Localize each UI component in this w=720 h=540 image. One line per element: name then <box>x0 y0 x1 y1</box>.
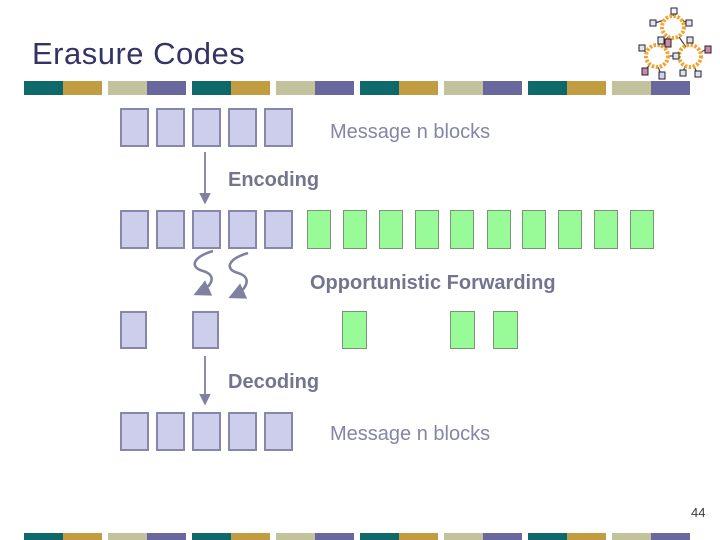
encoded-blocks-green-block <box>594 210 618 249</box>
label-decoding: Decoding <box>228 371 320 393</box>
ring-right <box>677 43 703 69</box>
bar-segment-sage <box>444 81 483 95</box>
message-blocks-top-lavender-block <box>228 108 257 147</box>
bar-segment-gold <box>63 533 102 540</box>
bar-segment-sage <box>612 81 651 95</box>
slide-title: Erasure Codes <box>32 36 246 71</box>
encoded-blocks-green-block <box>450 210 474 249</box>
bar-segment-teal <box>360 533 399 540</box>
top-decorative-bar <box>24 81 690 95</box>
bar-segment-purple <box>483 81 522 95</box>
label-encoding: Encoding <box>228 169 320 191</box>
bar-segment-gold <box>231 81 270 95</box>
forwarding-squiggle-arrow-left <box>193 249 214 296</box>
bar-segment-sage <box>444 533 483 540</box>
bar-segment-teal <box>528 81 567 95</box>
bar-segment-purple <box>651 533 690 540</box>
message-blocks-top-lavender-block <box>264 108 293 147</box>
encoded-blocks-green-block <box>343 210 367 249</box>
bar-segment-purple <box>651 81 690 95</box>
forwarding-squiggle-arrow-right <box>228 251 249 299</box>
bar-segment-gold <box>567 81 606 95</box>
bar-segment-teal <box>24 533 63 540</box>
bar-segment-teal <box>192 533 231 540</box>
received-blocks-green-block <box>450 311 475 349</box>
encoded-blocks-green-block <box>487 210 511 249</box>
bar-segment-gold <box>399 533 438 540</box>
page-number: 44 <box>691 505 706 520</box>
encoded-blocks-lavender-block <box>192 210 221 249</box>
network-nodes-icon <box>638 7 712 80</box>
message-blocks-top-lavender-block <box>156 108 185 147</box>
received-blocks-lavender-block <box>120 311 147 349</box>
encoded-blocks-green-block <box>558 210 582 249</box>
bar-segment-purple <box>315 533 354 540</box>
received-blocks-lavender-block <box>192 311 219 349</box>
label-opportunistic-forwarding: Opportunistic Forwarding <box>310 272 556 294</box>
bar-segment-sage <box>108 533 147 540</box>
bar-segment-gold <box>231 533 270 540</box>
encoded-blocks-lavender-block <box>228 210 257 249</box>
received-blocks-green-block <box>342 311 367 349</box>
encoded-blocks-lavender-block <box>156 210 185 249</box>
bar-segment-teal <box>528 533 567 540</box>
decoded-blocks-lavender-block <box>264 412 293 451</box>
bar-segment-teal <box>24 81 63 95</box>
encoded-blocks-green-block <box>307 210 331 249</box>
bar-segment-purple <box>147 81 186 95</box>
message-blocks-top-lavender-block <box>120 108 149 147</box>
received-blocks-green-block <box>493 311 518 349</box>
decoded-blocks-lavender-block <box>228 412 257 451</box>
bar-segment-gold <box>399 81 438 95</box>
encoded-blocks-green-block <box>522 210 546 249</box>
bar-segment-purple <box>147 533 186 540</box>
bottom-decorative-bar <box>24 533 690 540</box>
decoded-blocks-lavender-block <box>156 412 185 451</box>
bar-segment-teal <box>360 81 399 95</box>
decoded-blocks-lavender-block <box>120 412 149 451</box>
message-blocks-top-lavender-block <box>192 108 221 147</box>
encoded-blocks-green-block <box>415 210 439 249</box>
bar-segment-sage <box>276 533 315 540</box>
bar-segment-sage <box>276 81 315 95</box>
decoded-blocks-lavender-block <box>192 412 221 451</box>
encoded-blocks-green-block <box>630 210 654 249</box>
label-message-n-blocks-top: Message n blocks <box>330 121 491 143</box>
encoded-blocks-green-block <box>379 210 403 249</box>
bar-segment-teal <box>192 81 231 95</box>
ring-top <box>660 14 686 40</box>
bar-segment-sage <box>612 533 651 540</box>
encoded-blocks-lavender-block <box>264 210 293 249</box>
encoded-blocks-lavender-block <box>120 210 149 249</box>
bar-segment-sage <box>108 81 147 95</box>
ring-left <box>644 43 670 69</box>
bar-segment-gold <box>63 81 102 95</box>
bar-segment-purple <box>483 533 522 540</box>
label-message-n-blocks-bottom: Message n blocks <box>330 423 491 445</box>
bar-segment-gold <box>567 533 606 540</box>
bar-segment-purple <box>315 81 354 95</box>
